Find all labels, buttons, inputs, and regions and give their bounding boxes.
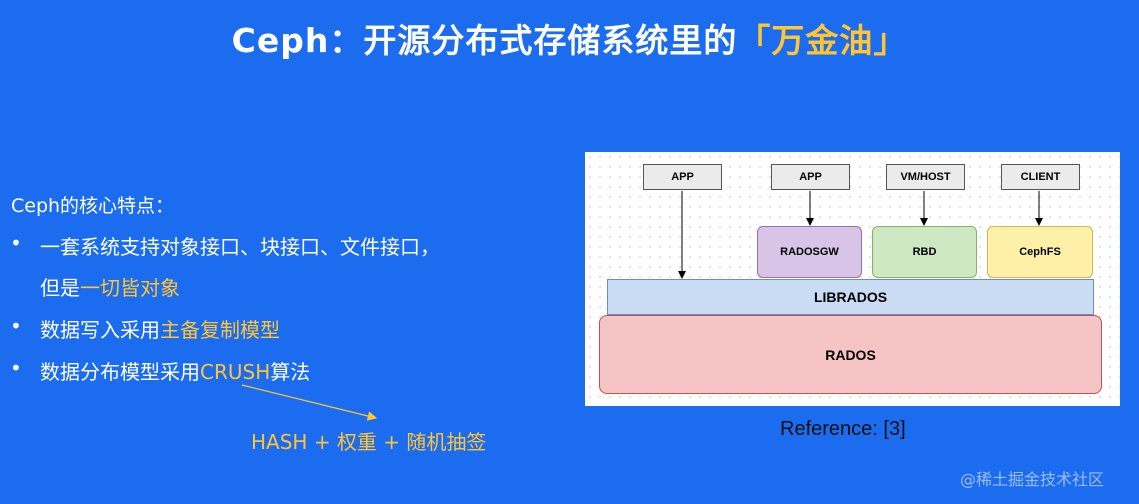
title-highlight: 「万金油」 (737, 21, 908, 60)
cephfs-box: CephFS (987, 226, 1093, 278)
feature-text-plain: 数据写入采用 (40, 318, 160, 342)
features-heading: Ceph的核心特点： (11, 195, 175, 217)
crush-arrow-line (241, 384, 378, 421)
feature-text-plain: 数据分布模型采用 (40, 360, 200, 384)
feature-text-highlight: CRUSH (200, 360, 271, 384)
watermark: @稀土掘金技术社区 (960, 470, 1105, 489)
feature-text: 数据分布模型采用CRUSH算法 (40, 356, 310, 385)
client-box: CLIENT (1001, 164, 1080, 190)
app-box-2: APP (771, 164, 850, 190)
vmhost-box: VM/HOST (886, 164, 965, 190)
feature-text-suffix: 算法 (270, 360, 311, 384)
feature-text: 数据写入采用主备复制模型 (40, 314, 280, 343)
diagram-arrows (678, 191, 1043, 279)
feature-text-plain: 但是 (40, 276, 80, 300)
rados-layer: RADOS (599, 315, 1102, 394)
feature-text: 一套系统支持对象接口、块接口、文件接口， (40, 235, 440, 259)
reference-caption: Reference: [3] (780, 418, 906, 440)
page-title: Ceph：开源分布式存储系统里的「万金油」 (0, 14, 1139, 62)
feature-text: 但是一切皆对象 (40, 272, 180, 301)
bullet-icon: • (10, 314, 22, 338)
feature-text-highlight: 主备复制模型 (160, 318, 280, 342)
librados-layer: LIBRADOS (607, 279, 1094, 315)
ceph-architecture-diagram: APP APP VM/HOST CLIENT RADOSGW RBD CephF… (585, 152, 1120, 406)
bullet-icon: • (10, 231, 22, 255)
feature-text-highlight: 一切皆对象 (80, 276, 180, 300)
radosgw-box: RADOSGW (757, 226, 862, 278)
rbd-box: RBD (872, 226, 977, 278)
title-main: Ceph：开源分布式存储系统里的 (231, 21, 738, 60)
app-box-1: APP (643, 164, 722, 190)
bullet-icon: • (10, 356, 22, 380)
hash-formula: HASH + 权重 + 随机抽签 (251, 430, 487, 454)
